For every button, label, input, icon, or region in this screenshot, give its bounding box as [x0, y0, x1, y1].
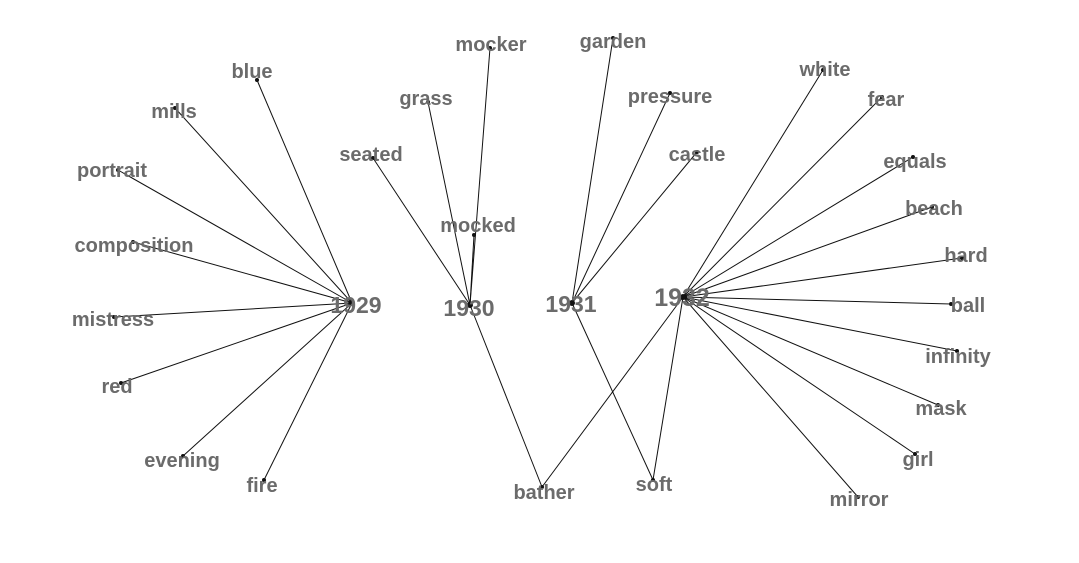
node-dot-mirror	[856, 495, 860, 499]
node-dot-portrait	[116, 168, 120, 172]
word-label-mirror: mirror	[830, 489, 889, 511]
edge-1932-girl	[682, 296, 916, 455]
edge-1929-composition	[132, 241, 353, 304]
word-label-soft: soft	[636, 474, 673, 496]
node-dot-red	[119, 381, 123, 385]
edge-1932-ball	[682, 296, 952, 305]
edge-1932-mask	[682, 296, 939, 406]
edge-1930-seated	[372, 157, 471, 306]
node-dot-blue	[255, 78, 259, 82]
node-dot-girl	[913, 452, 917, 456]
word-label-white: white	[798, 59, 850, 81]
word-label-red: red	[101, 376, 132, 398]
word-label-evening: evening	[144, 450, 220, 472]
edge-1929-mistress	[113, 302, 353, 318]
word-label-composition: composition	[75, 235, 194, 257]
edge-1931-garden	[571, 37, 614, 304]
year-label-1930: 1930	[443, 295, 494, 321]
word-label-mocker: mocker	[455, 34, 526, 56]
node-dot-1932	[680, 294, 686, 300]
node-dot-pressure	[668, 91, 672, 95]
node-dot-bather	[540, 485, 544, 489]
word-label-blue: blue	[231, 61, 272, 83]
year-label-1929: 1929	[330, 292, 381, 318]
edge-1929-blue	[256, 79, 353, 304]
edge-1932-hard	[682, 257, 963, 298]
node-dot-soft	[651, 478, 655, 482]
edge-1932-soft	[652, 296, 684, 481]
word-label-beach: beach	[905, 198, 963, 220]
word-label-mistress: mistress	[72, 309, 154, 331]
word-label-castle: castle	[669, 144, 726, 166]
node-dot-ball	[949, 302, 953, 306]
node-label-layer: 1929 1930 1931 1932 blue mills portrait composi…	[72, 31, 992, 511]
word-label-grass: grass	[399, 88, 452, 110]
edge-1930-bather	[469, 304, 543, 488]
edge-1929-evening	[182, 302, 353, 457]
word-label-pressure: pressure	[628, 86, 713, 108]
node-dot-layer	[112, 36, 964, 499]
node-dot-fire	[262, 478, 266, 482]
word-label-hard: hard	[944, 245, 987, 267]
word-label-portrait: portrait	[77, 160, 147, 182]
node-dot-mistress	[112, 315, 116, 319]
edge-1929-fire	[263, 302, 353, 481]
word-label-ball: ball	[951, 295, 985, 317]
node-dot-grass	[426, 100, 430, 104]
edge-1932-equals	[682, 156, 914, 298]
year-label-1932: 1932	[654, 284, 710, 312]
node-dot-1931	[569, 300, 575, 306]
node-dot-hard	[960, 256, 964, 260]
edge-1932-bather	[541, 296, 684, 488]
node-dot-composition	[131, 240, 135, 244]
word-label-fire: fire	[246, 475, 277, 497]
node-dot-beach	[930, 205, 934, 209]
edge-1930-grass	[427, 101, 471, 306]
word-label-seated: seated	[339, 144, 402, 166]
word-label-mills: mills	[151, 101, 197, 123]
node-dot-evening	[181, 454, 185, 458]
node-dot-garden	[611, 36, 615, 40]
edge-1932-mirror	[682, 296, 859, 498]
edge-1929-portrait	[117, 169, 353, 304]
word-label-fear: fear	[868, 89, 905, 111]
edge-1932-fear	[682, 96, 883, 298]
word-label-garden: garden	[580, 31, 647, 53]
year-label-1931: 1931	[545, 291, 596, 317]
word-label-mocked: mocked	[440, 215, 516, 237]
word-label-equals: equals	[883, 151, 946, 173]
word-label-girl: girl	[902, 449, 933, 471]
edge-layer	[113, 37, 963, 498]
node-dot-white	[821, 68, 825, 72]
node-dot-mocker	[488, 46, 492, 50]
edge-1929-mills	[174, 107, 353, 304]
node-dot-castle	[695, 150, 699, 154]
edge-1932-beach	[682, 206, 933, 298]
node-dot-mills	[173, 106, 177, 110]
edge-1931-castle	[571, 151, 698, 304]
word-label-bather: bather	[513, 482, 574, 504]
node-dot-mask	[936, 403, 940, 407]
edge-1932-infinity	[682, 296, 958, 352]
node-dot-infinity	[955, 349, 959, 353]
word-label-infinity: infinity	[925, 346, 991, 368]
edge-1930-mocker	[469, 47, 491, 306]
edge-1931-pressure	[571, 92, 671, 304]
node-dot-equals	[911, 155, 915, 159]
edge-1929-red	[120, 302, 353, 384]
node-dot-mocked	[472, 233, 476, 237]
node-dot-1929	[349, 300, 355, 306]
node-dot-1930	[467, 302, 473, 308]
node-dot-seated	[371, 156, 375, 160]
node-dot-fear	[880, 95, 884, 99]
edge-1930-mocked	[469, 234, 475, 306]
word-label-mask: mask	[915, 398, 967, 420]
edge-1932-white	[682, 69, 824, 298]
